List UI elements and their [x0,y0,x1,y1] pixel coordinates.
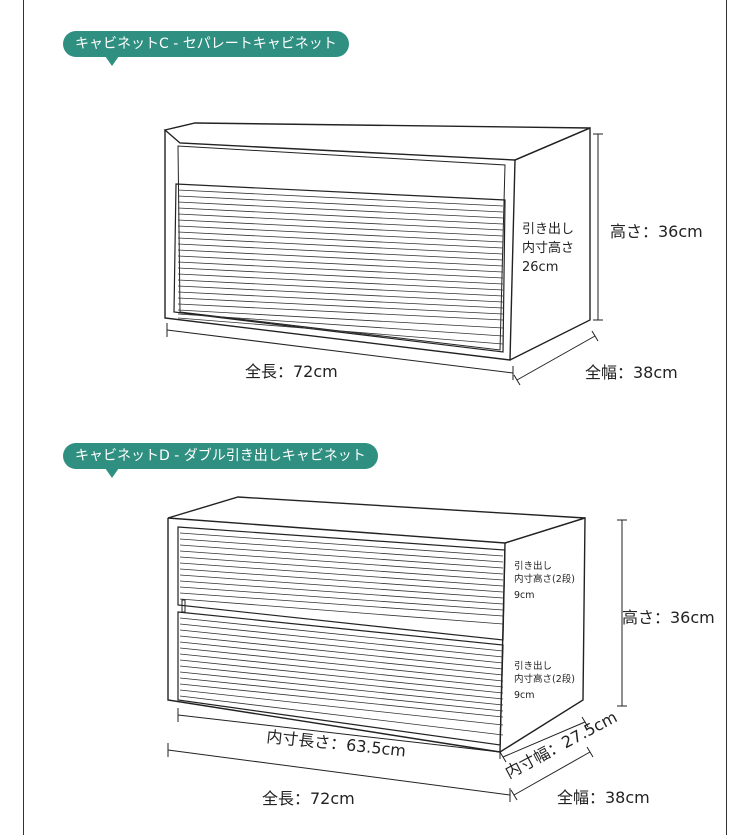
cabinet-c-height: 高さ：36cm [610,222,703,241]
cabinet-d-height: 高さ：36cm [622,608,715,627]
drawer-label-line-3: 26cm [522,260,559,275]
lower-label-line-2: 内寸高さ(2段) [514,674,575,685]
badge-pointer [105,56,119,66]
cabinet-c-width: 全幅：38cm [585,363,678,382]
upper-label-line-2: 内寸高さ(2段) [514,574,575,585]
section-d-title-badge: キャビネットD - ダブル引き出しキャビネット [63,443,378,478]
cabinet-d-width: 全幅：38cm [557,788,650,807]
cabinet-d-upper-drawer-label: 引き出し 内寸高さ(2段) 9cm [514,560,575,602]
upper-label-line-3: 9cm [514,590,535,601]
page-frame [23,0,727,835]
section-d-title: キャビネットD - ダブル引き出しキャビネット [75,448,366,464]
cabinet-d-dimensions [167,519,627,802]
cabinet-d-drawing [167,496,586,753]
drawer-label-line-2: 内寸高さ [522,241,575,256]
section-c-title-badge: キャビネットC - セパレートキャビネット [63,31,349,66]
cabinet-d-length: 全長：72cm [262,789,355,808]
upper-label-line-1: 引き出し [514,561,553,572]
drawer-label-line-1: 引き出し [522,222,575,237]
cabinet-c-drawer-label: 引き出し 内寸高さ 26cm [522,220,574,277]
cabinet-c-drawing [163,122,591,361]
badge-pointer [105,468,119,478]
section-c-title: キャビネットC - セパレートキャビネット [75,36,337,52]
cabinet-d-slats [179,532,504,736]
lower-label-line-3: 9cm [514,690,535,701]
cabinet-d-lower-drawer-label: 引き出し 内寸高さ(2段) 9cm [514,660,575,702]
cabinet-c-length: 全長：72cm [245,362,338,381]
cabinet-c-dimensions [166,133,603,386]
cabinet-c-slats [177,189,504,345]
lower-label-line-1: 引き出し [514,661,553,672]
